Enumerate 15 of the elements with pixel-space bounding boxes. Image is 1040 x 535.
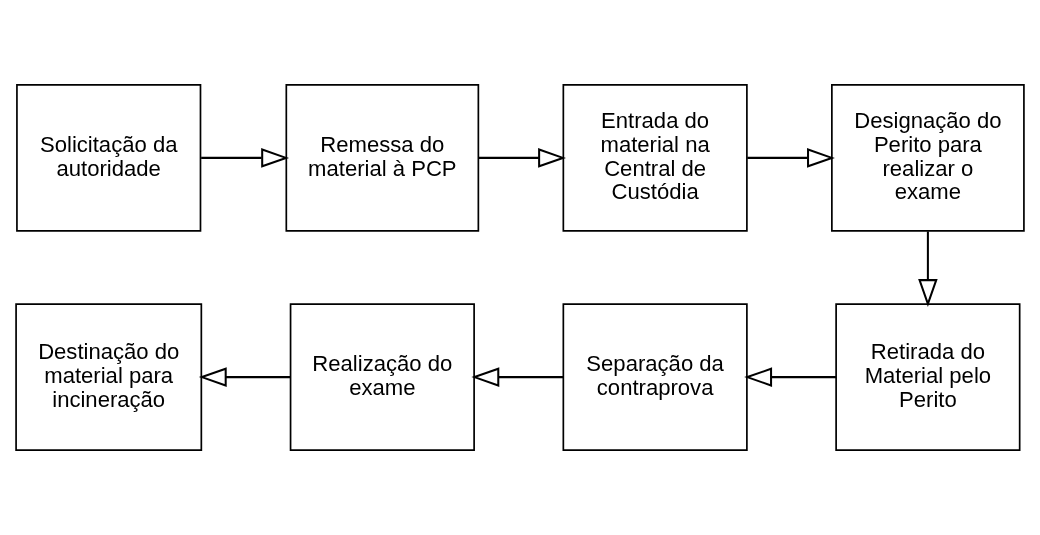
arrow — [744, 367, 836, 387]
node-box: Destinação do material para incineração — [15, 303, 203, 452]
node-box: Retirada do Material pelo Perito — [835, 303, 1021, 452]
arrow — [479, 148, 566, 168]
arrow — [747, 148, 835, 168]
node-box: Realização do exame — [289, 303, 475, 452]
arrow — [471, 367, 564, 387]
node-box: Solicitação da autoridade — [16, 83, 202, 232]
node-box: Remessa do material à PCP — [285, 83, 480, 232]
node-box: Entrada do material na Central de Custódia — [562, 83, 748, 232]
node-box: Designação do Perito para realizar o exame — [831, 83, 1025, 232]
node-box: Separação da contraprova — [562, 303, 748, 452]
arrow — [918, 231, 938, 307]
arrow — [198, 367, 291, 387]
arrow — [201, 148, 290, 168]
